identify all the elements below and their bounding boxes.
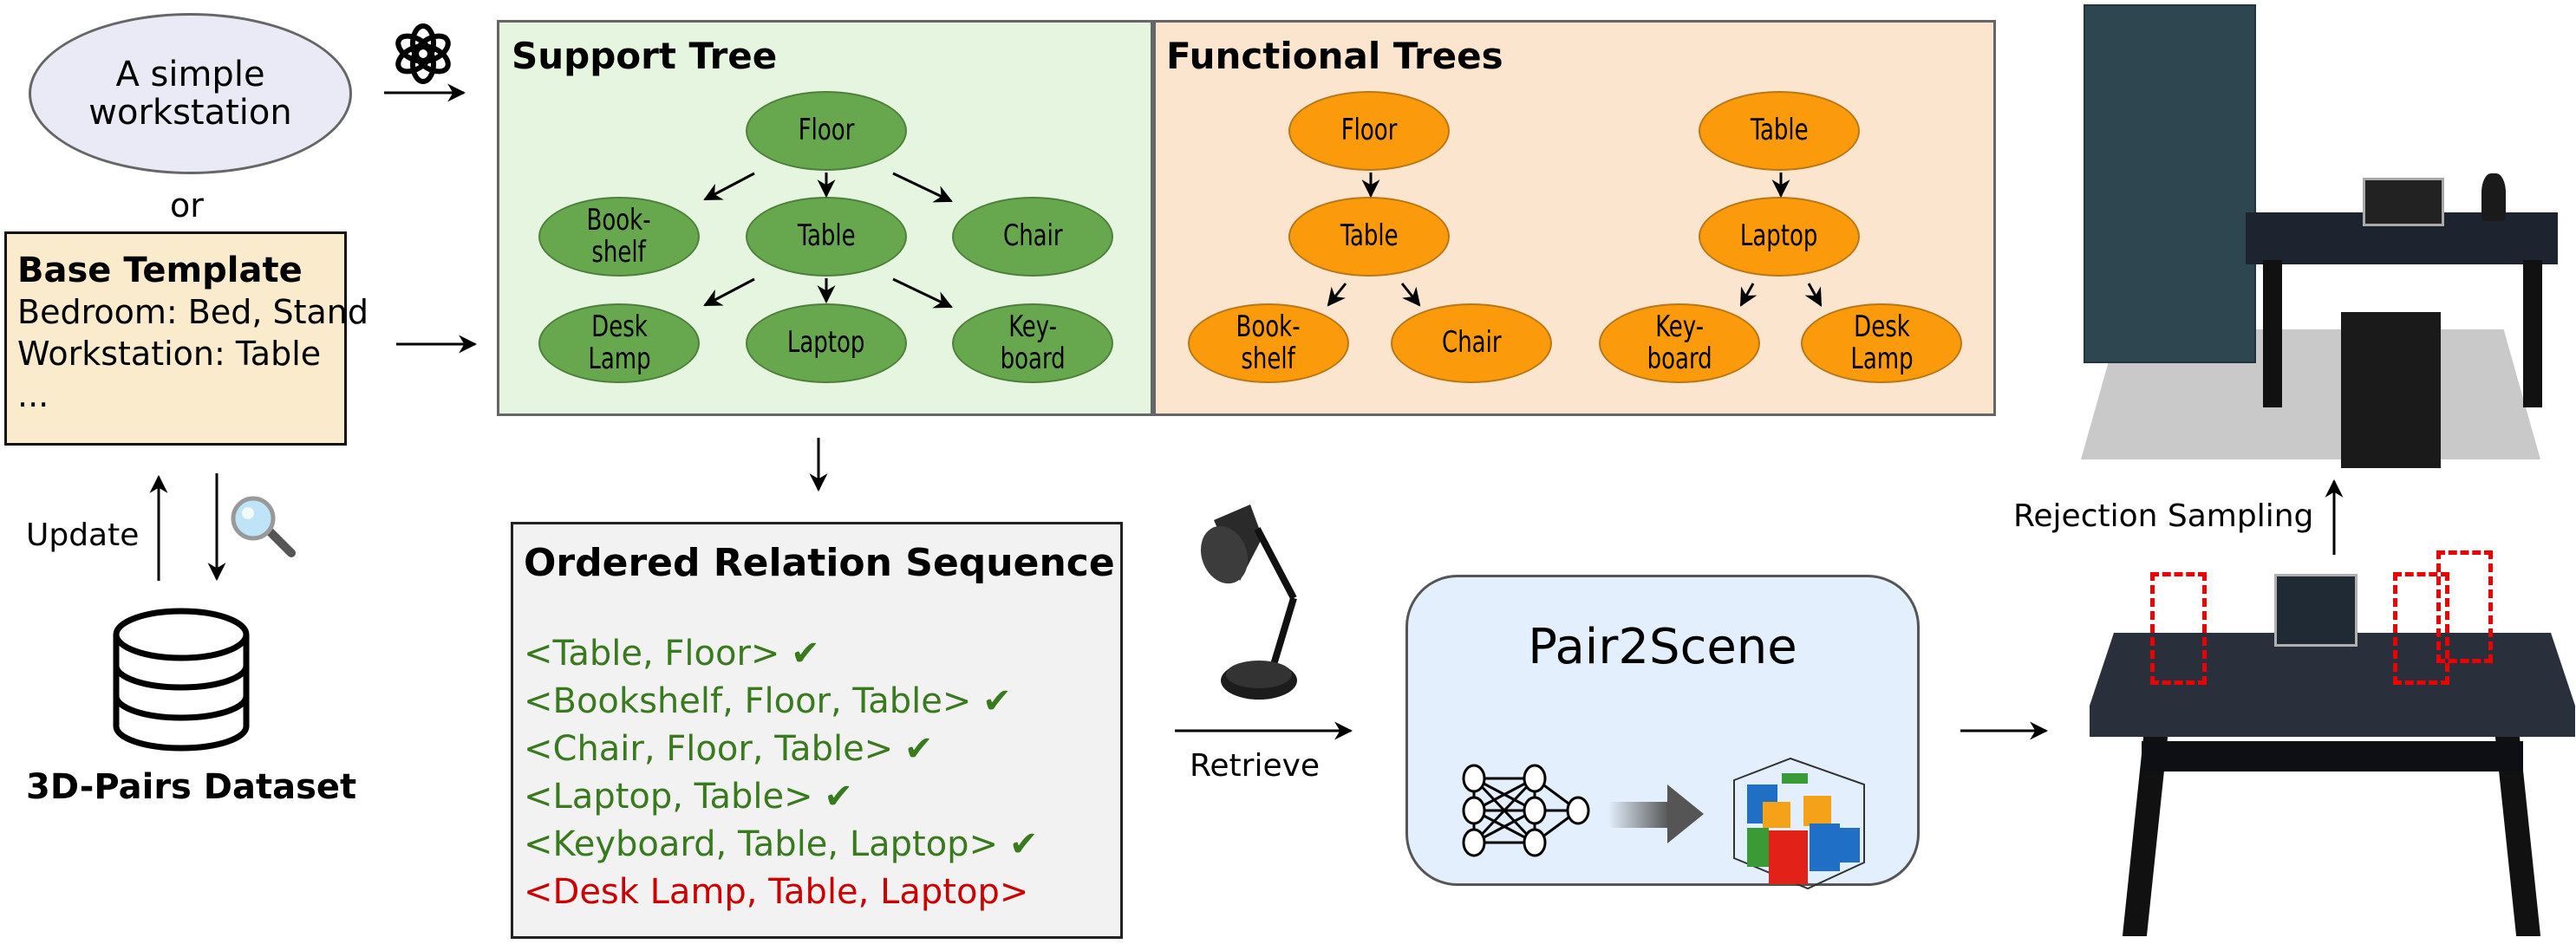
sequence-item: <Table, Floor> ✔	[524, 630, 1110, 678]
prompt-text: A simple workstation	[88, 55, 292, 133]
template-line: Bedroom: Bed, Stand	[17, 293, 368, 331]
desk-crossbar	[2142, 741, 2523, 771]
database-icon	[113, 608, 250, 752]
model-name: Pair2Scene	[1528, 619, 1797, 675]
laptop-image	[2363, 178, 2444, 226]
node-label: Key- board	[1000, 309, 1066, 376]
text-prompt-ellipse: A simple workstation	[29, 13, 352, 174]
ordered-relation-sequence-box: Ordered Relation Sequence <Table, Floor>…	[511, 522, 1123, 939]
neural-network-icon	[1462, 764, 1590, 857]
functional-trees-title: Functional Trees	[1166, 35, 1503, 77]
or-label: or	[170, 186, 204, 225]
sequence-item: <Laptop, Table> ✔	[524, 773, 1110, 821]
functional-node-table-2: Table	[1699, 91, 1860, 171]
node-label: Table	[797, 218, 856, 254]
support-tree-title: Support Tree	[512, 35, 778, 77]
sequence-item-text: <Desk Lamp, Table, Laptop>	[524, 872, 1029, 912]
voxel-scene-icon	[1733, 757, 1865, 890]
desk-top	[2090, 633, 2575, 737]
support-node-bookshelf: Book- shelf	[538, 197, 700, 277]
node-label: Floor	[798, 113, 855, 148]
candidate-box-1	[2150, 572, 2207, 685]
update-label: Update	[26, 518, 140, 553]
node-label: Chair	[1002, 218, 1063, 254]
node-label: Key- board	[1647, 309, 1712, 376]
check-icon: ✔	[824, 777, 853, 817]
gradient-arrow-icon	[1608, 784, 1704, 843]
functional-node-desk-lamp: Desk Lamp	[1801, 303, 1962, 383]
candidate-box-2	[2393, 572, 2449, 685]
sequence-item: <Bookshelf, Floor, Table> ✔	[524, 678, 1110, 726]
dataset-name: 3D-Pairs Dataset	[26, 767, 357, 807]
check-icon: ✔	[791, 634, 820, 674]
sequence-item: <Keyboard, Table, Laptop> ✔	[524, 821, 1110, 869]
openai-logo-icon	[395, 23, 451, 84]
rendered-scene-final	[2081, 0, 2575, 468]
support-node-keyboard: Key- board	[952, 303, 1113, 383]
desk-leg	[2523, 260, 2542, 407]
sequence-item-text: <Keyboard, Table, Laptop>	[524, 824, 999, 864]
template-line: ...	[17, 376, 49, 414]
desk-leg	[2263, 260, 2282, 407]
desk-lamp-image	[1200, 505, 1297, 700]
functional-node-bookshelf: Book- shelf	[1188, 303, 1349, 383]
node-label: Book- shelf	[1236, 309, 1301, 376]
magnifier-icon	[231, 496, 296, 557]
node-label: Floor	[1340, 113, 1398, 148]
candidate-box-3	[2436, 550, 2493, 663]
node-label: Laptop	[787, 325, 865, 361]
bookshelf-image	[2084, 4, 2256, 363]
node-label: Table	[1750, 113, 1809, 148]
base-template-title: Base Template	[17, 251, 303, 290]
chair-image	[2341, 312, 2441, 468]
sequence-item: <Chair, Floor, Table> ✔	[524, 726, 1110, 773]
check-icon: ✔	[982, 681, 1012, 721]
node-label: Desk Lamp	[1849, 309, 1914, 376]
support-node-chair: Chair	[952, 197, 1113, 277]
node-label: Book- shelf	[586, 202, 652, 270]
template-line: Workstation: Table	[17, 335, 322, 373]
support-node-desk-lamp: Desk Lamp	[538, 303, 700, 383]
functional-node-keyboard: Key- board	[1599, 303, 1760, 383]
sequence-item-text: <Table, Floor>	[524, 634, 780, 674]
rejection-sampling-label: Rejection Sampling	[2013, 498, 2314, 534]
sequence-item-text: <Chair, Floor, Table>	[524, 729, 894, 769]
sequence-item-pending: <Desk Lamp, Table, Laptop>	[524, 869, 1110, 916]
node-label: Laptop	[1740, 218, 1818, 254]
retrieve-label: Retrieve	[1190, 748, 1321, 784]
check-icon: ✔	[1008, 824, 1039, 864]
functional-node-chair: Chair	[1391, 303, 1552, 383]
node-label: Chair	[1441, 325, 1502, 361]
laptop-image	[2274, 574, 2358, 647]
functional-node-floor: Floor	[1288, 91, 1450, 171]
sequence-title: Ordered Relation Sequence	[524, 541, 1115, 585]
check-icon: ✔	[903, 729, 934, 769]
support-node-floor: Floor	[746, 91, 907, 171]
sequence-item-text: <Bookshelf, Floor, Table>	[524, 681, 972, 721]
lamp-image	[2481, 173, 2506, 221]
functional-node-table: Table	[1288, 197, 1450, 277]
sequence-item-text: <Laptop, Table>	[524, 777, 813, 817]
node-label: Table	[1340, 218, 1399, 254]
node-label: Desk Lamp	[587, 309, 651, 376]
table-with-candidates	[2090, 546, 2575, 944]
support-node-laptop: Laptop	[746, 303, 907, 383]
base-template-box: Base Template Bedroom: Bed, Stand Workst…	[4, 231, 368, 446]
